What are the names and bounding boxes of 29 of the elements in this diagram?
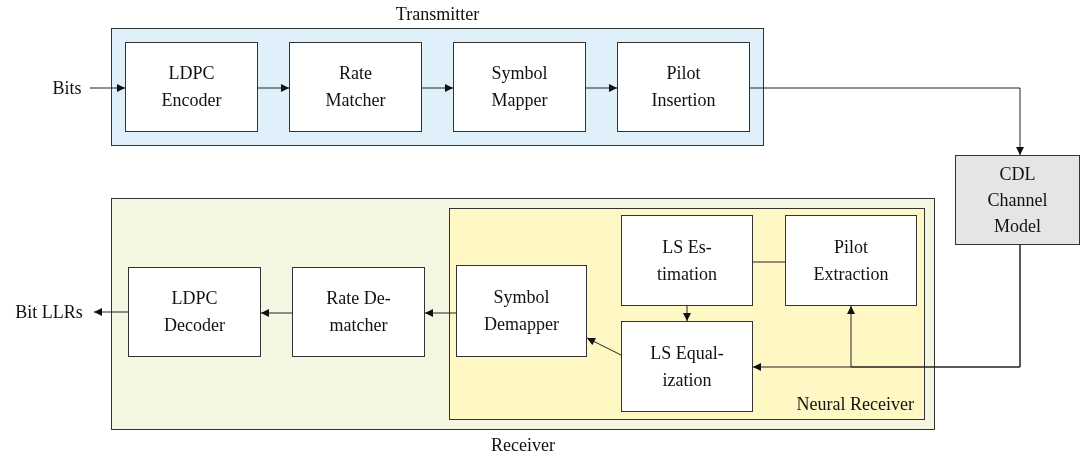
group-title: Receiver <box>490 434 556 456</box>
arrow <box>93 308 129 316</box>
group-box <box>449 208 925 420</box>
process-box: Pilot Extraction <box>785 215 917 306</box>
arrow <box>260 309 293 317</box>
process-box: LDPC Encoder <box>125 42 258 132</box>
process-box: Symbol Mapper <box>453 42 586 132</box>
signal-label: Bit LLRs <box>4 301 94 323</box>
arrow <box>749 87 1024 156</box>
arrow <box>424 309 457 317</box>
group-title: Transmitter <box>394 3 481 25</box>
process-box: LDPC Decoder <box>128 267 261 357</box>
process-box: Rate Matcher <box>289 42 422 132</box>
arrow <box>89 84 126 92</box>
connector-line <box>752 261 786 263</box>
process-box: Rate De- matcher <box>292 267 425 357</box>
arrow <box>847 244 1021 368</box>
process-box: LS Equal- ization <box>621 321 753 412</box>
process-box: CDL Channel Model <box>955 155 1080 245</box>
process-box: Pilot Insertion <box>617 42 750 132</box>
signal-label: Bits <box>44 77 90 99</box>
arrow <box>257 84 290 92</box>
arrow <box>586 337 622 356</box>
process-box: LS Es- timation <box>621 215 753 306</box>
arrow <box>683 305 691 322</box>
group-title: Neural Receiver <box>796 393 914 415</box>
arrow <box>421 84 454 92</box>
arrow <box>585 84 618 92</box>
process-box: Symbol Demapper <box>456 265 587 357</box>
